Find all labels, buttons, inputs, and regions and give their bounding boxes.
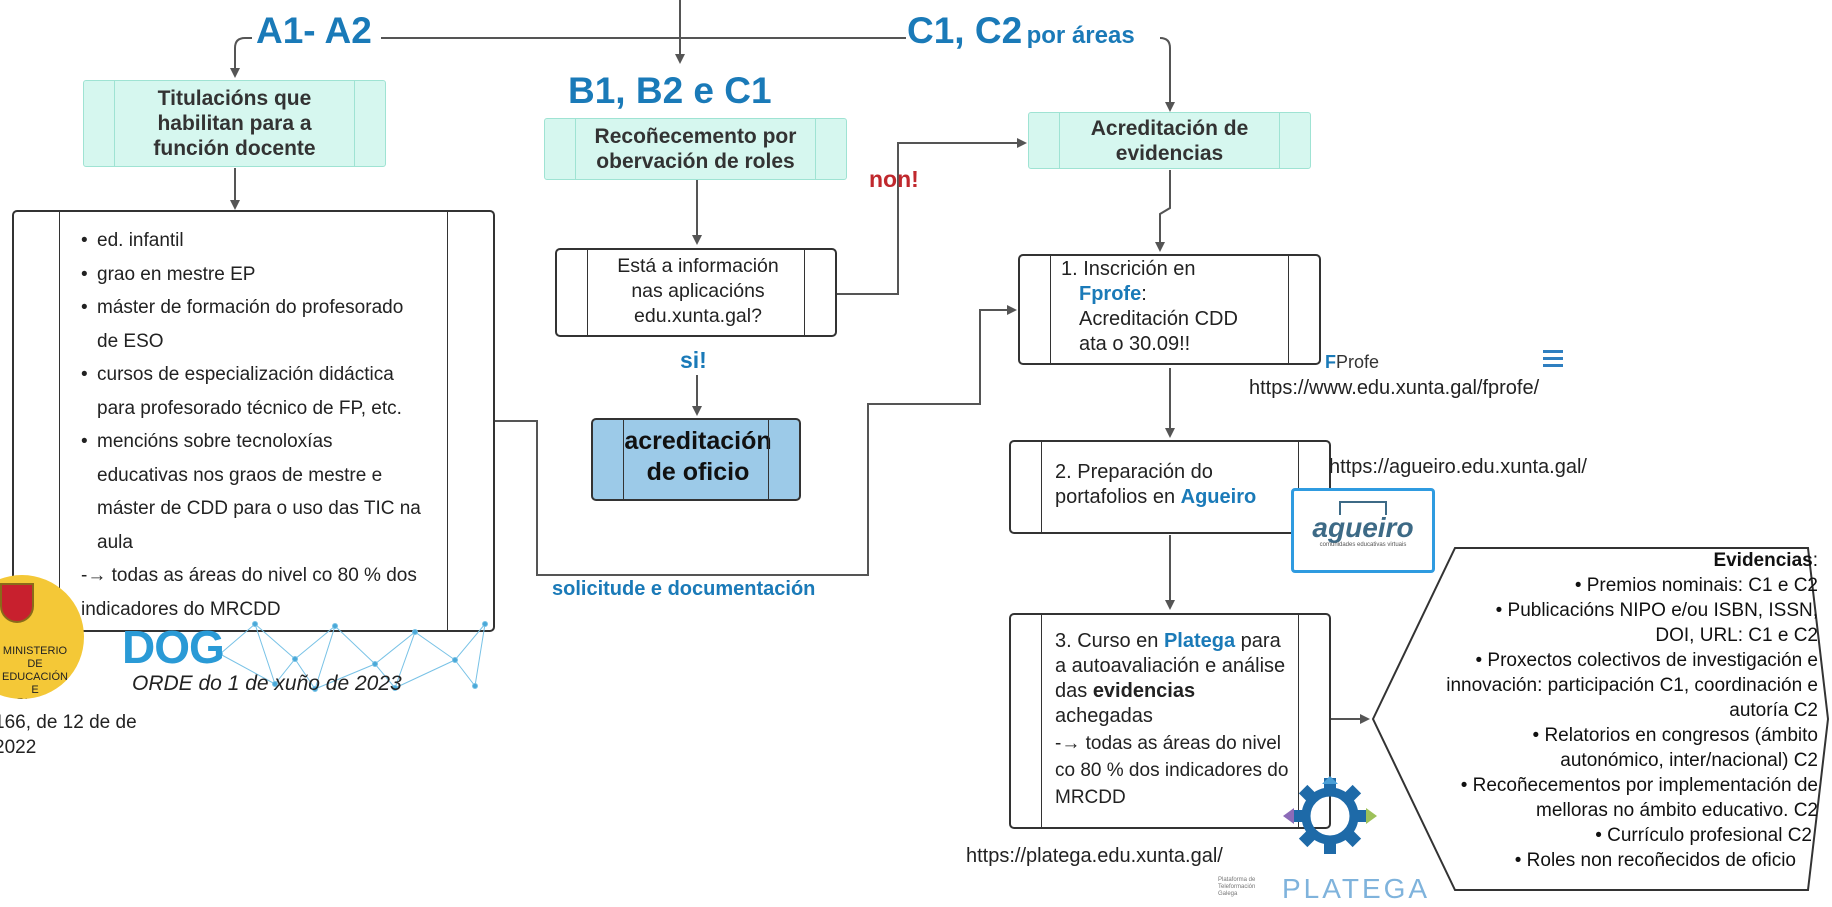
titulacion-item: grao en mestre EP [81,258,421,292]
agueiro-url[interactable]: https://agueiro.edu.xunta.gal/ [1329,456,1587,478]
titulacion-item: cursos de especialización didáctica para… [81,358,421,425]
titulacions-label: Titulacións que habilitan para a función… [153,87,316,160]
step1-box: 1. Inscrición en Fprofe: Acreditación CD… [1018,254,1321,365]
evidencias-title-text: Evidencias [1713,550,1813,571]
orde-label: ORDE do 1 de xuño de 2023 [132,672,402,695]
agueiro-logo-tagline: comunidades educativas virtuais [1319,542,1407,548]
recoñecemento-label: Recoñecemento por obervación de roles [594,125,797,173]
titulacion-item: ed. infantil [81,224,421,258]
step2-text: 2. Preparación do portafolios en Agueiro [1055,460,1295,510]
dog-logo: DOG [122,621,225,673]
non-answer: non! [869,166,919,192]
agueiro-logo-roofs [1339,501,1387,515]
recoñecemento-box: Recoñecemento por obervación de roles [544,118,847,180]
evidencia-item: • Recoñecementos por implementación de m… [1460,775,1818,821]
evidencia-item: • Proxectos colectivos de investigación … [1446,650,1818,721]
platega-gear-icon [1283,776,1377,854]
evidencia-item: • Roles non recoñecidos de oficio [1514,850,1796,871]
titulacions-box: Titulacións que habilitan para a función… [83,80,386,167]
fprofe-logo-f: F [1325,352,1336,372]
step3-after: achegadas [1055,705,1153,727]
titulacion-item: máster de formación do profesorado de ES… [81,291,421,358]
level-a-label: A1- A2 [256,10,372,51]
fprofe-logo: FProfe [1325,352,1379,373]
question-box: Está a información nas aplicacións edu.x… [555,248,837,337]
step3-prefix: 3. Curso en [1055,630,1159,652]
step1-text: 1. Inscrición en Fprofe: Acreditación CD… [1061,257,1261,357]
evidencia-item: • Premios nominais: C1 e C2 [1574,575,1818,596]
step3-text: 3. Curso en Platega para a autoavaliació… [1055,629,1295,811]
boe-reference: 166, de 12 de de 2022 [0,712,137,758]
question-label: Está a información nas aplicacións edu.x… [617,255,779,327]
step1-rest: Acreditación CDD ata o 30.09!! [1079,308,1238,355]
network-graphic [217,621,488,692]
platega-logo-small: Plataforma de Teleformación Galega [1218,877,1256,897]
platega-logo-text: PLATEGA [1282,873,1431,904]
solicitude-label: solicitude e documentación [552,578,816,600]
evidencia-item: • Publicacións NIPO e/ou ISBN, ISSN, DOI… [1495,600,1818,646]
level-c-label: C1, C2 por áreas [907,10,1135,52]
menu-icon[interactable] [1543,350,1563,368]
ministerio-text: MINISTERIO DE EDUCACIÓN E FORMACIÓN PROF… [1,645,68,699]
fprofe-url[interactable]: https://www.edu.xunta.gal/fprofe/ [1249,377,1540,399]
step1-prefix: 1. Inscrición en [1061,258,1196,280]
fprofe-logo-rest: Profe [1336,352,1380,372]
titulacion-item: mencións sobre tecnoloxías educativas no… [81,425,421,559]
agueiro-link-text: Agueiro [1180,486,1257,508]
evidencia-item: • Relatorios en congresos (ámbito autonó… [1532,725,1818,771]
titulacions-list: ed. infantil grao en mestre EP máster de… [81,224,421,626]
si-answer: si! [680,347,707,373]
step1-colon: : [1141,283,1147,305]
platega-url[interactable]: https://platega.edu.xunta.gal/ [966,845,1223,867]
agueiro-logo: agueiro comunidades educativas virtuais [1291,488,1435,573]
level-c-main: C1, C2 [907,10,1023,51]
evidencia-item: • Currículo profesional C2 [1595,825,1812,846]
evidencias-title: Evidencias: [1713,550,1818,571]
evidencias-panel: Evidencias: • Premios nominais: C1 e C2 … [1400,548,1818,873]
oficio-label: acreditación de oficio [624,427,772,486]
step3-box: 3. Curso en Platega para a autoavaliació… [1009,613,1331,829]
platega-link-text: Platega [1163,630,1236,652]
acreditacion-evidencias-label: Acreditación de evidencias [1090,116,1249,165]
acreditacion-evidencias-box: Acreditación de evidencias [1028,112,1311,169]
fprofe-link-text: Fprofe [1079,283,1142,305]
titulacions-list-box: ed. infantil grao en mestre EP máster de… [12,210,495,632]
step3-mid: para a autoavaliación e análise das [1055,630,1286,702]
coat-of-arms-icon [0,583,34,623]
oficio-box: acreditación de oficio [591,418,801,501]
titulacions-note: -→ todas as áreas do nivel co 80 % dos i… [81,565,417,620]
level-b-label: B1, B2 e C1 [568,70,772,111]
agueiro-logo-text: agueiro [1312,512,1414,543]
step3-bold: evidencias [1092,680,1196,702]
level-c-sub: por áreas [1026,22,1135,49]
step2-prefix: 2. Preparación do portafolios en [1055,461,1213,508]
step2-box: 2. Preparación do portafolios en Agueiro [1009,440,1331,534]
step3-note: -→ todas as áreas do nivel co 80 % dos i… [1055,733,1289,808]
